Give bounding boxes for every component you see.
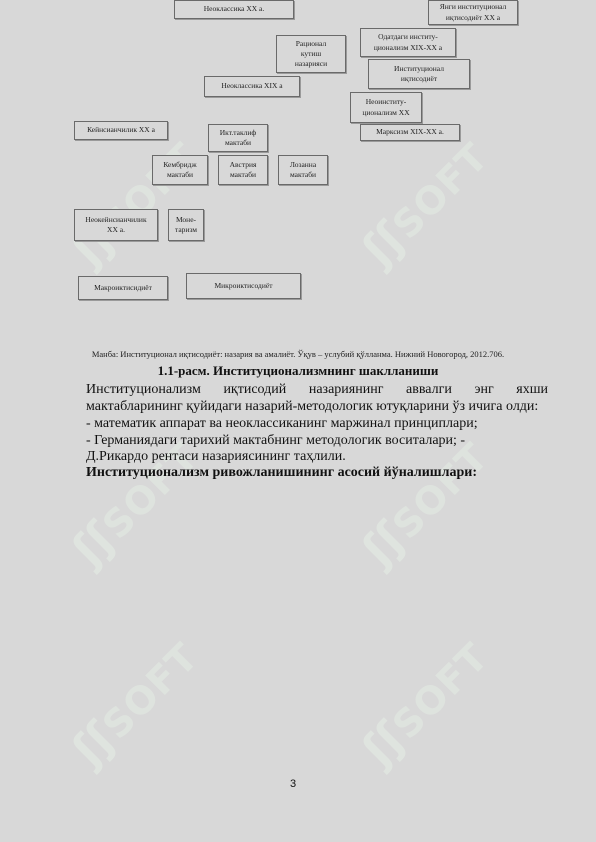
- box-rational-choice: Рационал кутиш назарияси: [276, 35, 346, 73]
- box-austrian-school: Австрия мактаби: [218, 155, 268, 185]
- box-neoclassics-20: Неоклассика XX а.: [174, 0, 294, 19]
- source-note: Манба: Институционал иқтисодиёт: назария…: [91, 349, 505, 359]
- box-neo-keynesianism: Неокейнсианчилик XX а.: [74, 209, 158, 241]
- bullet-item: - Германиядаги тарихий мактабнинг методо…: [86, 432, 466, 448]
- box-institutional-economics: Институционал иқтисодиёт: [368, 59, 470, 89]
- box-neo-institutionalism: Неоинститу- ционализм XX: [350, 92, 422, 123]
- box-lausanne-school: Лозанна мактаби: [278, 155, 328, 185]
- page-number: 3: [289, 778, 297, 790]
- box-historical-school: Икт.таклиф мактаби: [208, 124, 268, 152]
- section-heading: Институционализм ривожланишининг асосий …: [86, 465, 477, 480]
- box-traditional-institutionalism: Одатдаги институ- ционализм XIX-XX а: [360, 28, 456, 57]
- figure-caption: 1.1-расм. Институционализмнинг шаклланиш…: [157, 363, 439, 378]
- box-new-institutionalism-20: Янги институционал иқтисодиёт XX а: [428, 0, 518, 25]
- box-microeconomics: Микроиктисодиёт: [186, 273, 301, 299]
- paragraph-line-1: Институционализм иқтисодий назариянинг а…: [86, 382, 548, 397]
- box-neoclassics-19: Неоклассика XIX а: [204, 76, 300, 97]
- box-macroeconomics: Макроиктисидиёт: [78, 276, 168, 300]
- bullet-item: Д.Рикардо рентаси назариясининг таҳлили.: [86, 449, 346, 464]
- watermark-text: SOFT: [93, 634, 207, 748]
- bullet-list: - математик аппарат ва неоклассиканинг м…: [86, 416, 478, 466]
- box-cambridge-school: Кембридж мактаби: [152, 155, 208, 185]
- watermark-text: SOFT: [383, 634, 497, 748]
- box-monetarism: Моне- таризм: [168, 209, 204, 241]
- paragraph-line-2: мактабларининг қуйидаги назарий-методоло…: [86, 399, 539, 414]
- box-marxism: Марксизм XIX-XX а.: [360, 124, 460, 141]
- watermark-text: SOFT: [383, 134, 497, 248]
- box-keynesianism-20: Кейнсианчилик XX а: [74, 121, 168, 140]
- bullet-item: - математик аппарат ва неоклассиканинг м…: [86, 416, 478, 431]
